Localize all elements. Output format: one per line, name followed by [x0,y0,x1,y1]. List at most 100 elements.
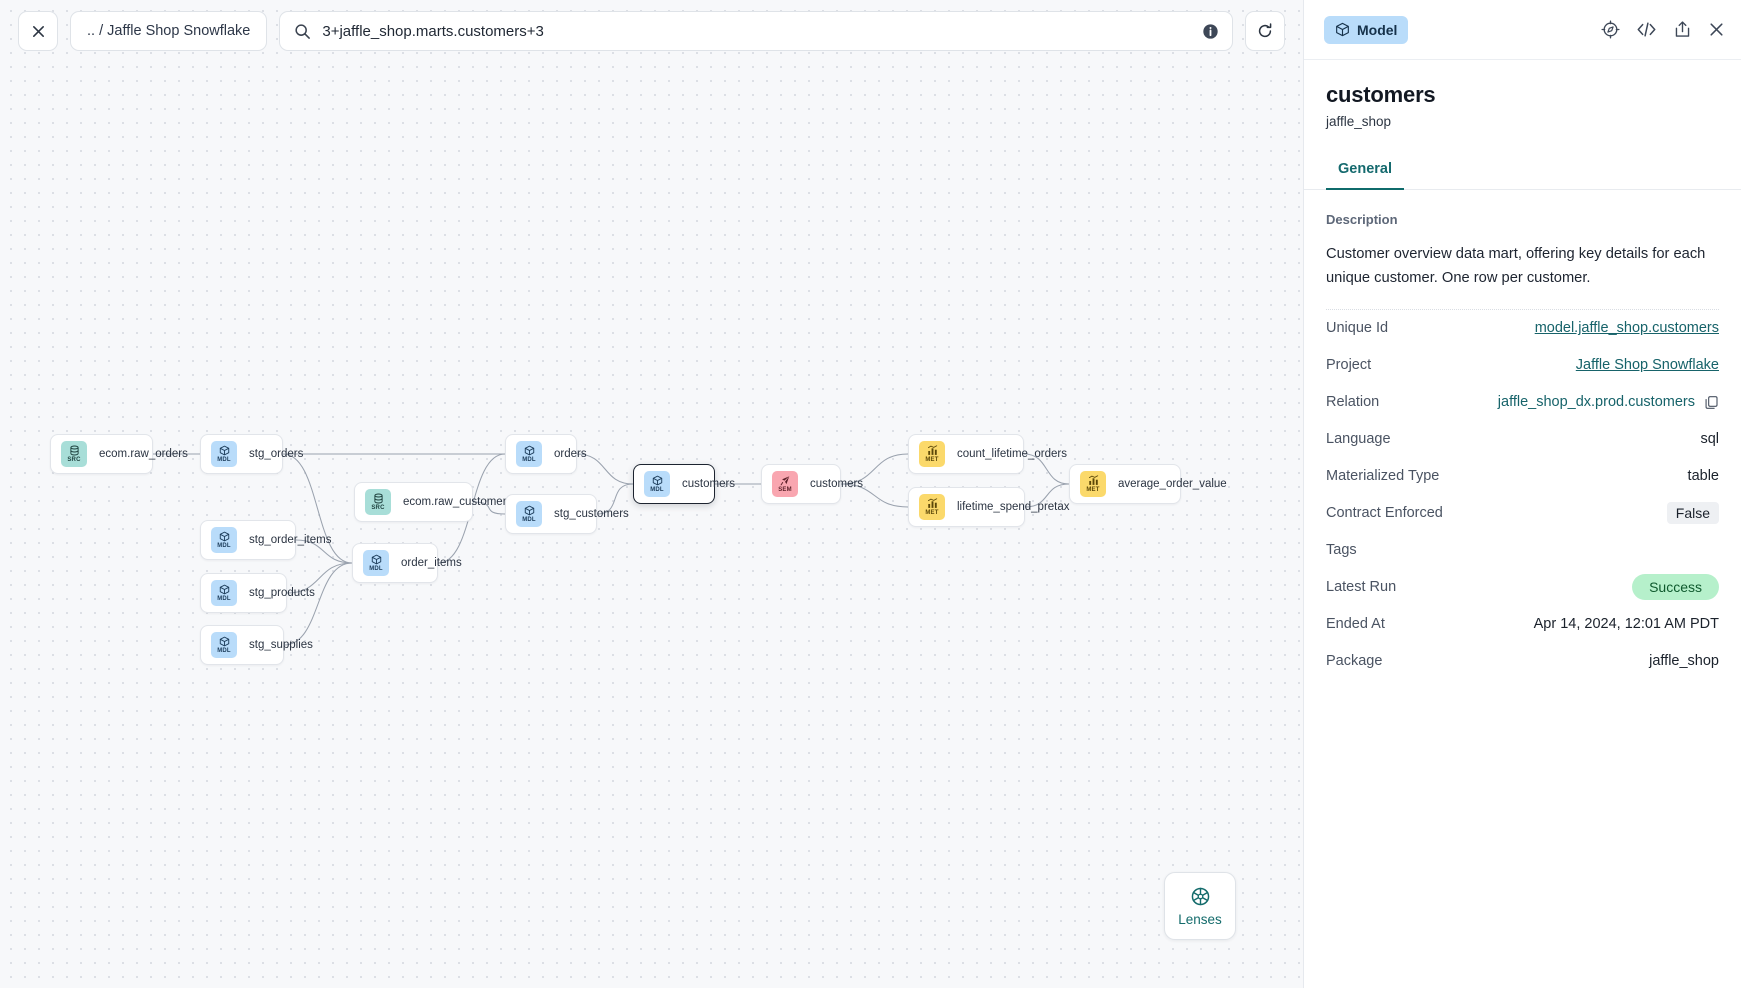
aperture-icon [1191,887,1209,905]
node-kind-badge-src-icon: SRC [365,489,391,515]
metadata-link[interactable]: model.jaffle_shop.customers [1534,320,1719,337]
info-icon [1203,23,1218,39]
metadata-row: Materialized Type table [1326,458,1719,495]
copy-icon[interactable] [1704,395,1719,410]
lenses-button[interactable]: Lenses [1164,872,1236,940]
metadata-row: Ended At Apr 14, 2024, 12:01 AM PDT [1326,606,1719,643]
metadata-value-wrap: Apr 14, 2024, 12:01 AM PDT [1534,616,1719,632]
lineage-edge [840,483,909,508]
details-panel: Model [1303,0,1741,988]
metadata-value: jaffle_shop [1649,653,1719,670]
graph-node-customers_model[interactable]: MDL customers [633,464,735,504]
breadcrumb-label: .. / Jaffle Shop Snowflake [87,23,251,39]
search-icon [295,23,311,39]
graph-node-average_order_value[interactable]: MET average_order_value [1069,464,1227,504]
node-label: average_order_value [1118,478,1227,490]
canvas-toolbar: .. / Jaffle Shop Snowflake [0,0,1303,62]
explore-icon[interactable] [1601,20,1620,39]
lineage-edge [576,453,634,485]
node-kind-badge-sem-icon: SEM [772,471,798,497]
lineage-edge [282,453,353,564]
search-bar[interactable] [279,11,1233,51]
metadata-row: Project Jaffle Shop Snowflake [1326,347,1719,384]
node-kind-badge-met-icon: MET [919,441,945,467]
refresh-icon [1258,23,1272,38]
description-text: Customer overview data mart, offering ke… [1326,246,1706,286]
page-subtitle: jaffle_shop [1326,114,1392,129]
node-label: lifetime_spend_pretax [957,501,1070,513]
status-badge-success[interactable]: Success [1632,574,1719,601]
node-kind-badge-met-icon: MET [1080,471,1106,497]
metadata-key: Project [1326,357,1372,374]
search-input[interactable] [322,22,1191,40]
metadata-value-wrap: sql [1700,431,1719,447]
cube-icon [1336,22,1349,37]
panel-body: Description Customer overview data mart,… [1304,190,1741,988]
panel-tabs: General [1304,151,1741,190]
close-panel-icon[interactable] [1708,21,1725,38]
search-info-button[interactable] [1202,23,1219,40]
node-kind-badge-mdl-icon: MDL [516,501,542,527]
lineage-edge [840,453,909,485]
node-label: stg_order_items [249,534,332,546]
lineage-edges [152,453,1070,646]
graph-node-lifetime_spend_pretax[interactable]: MET lifetime_spend_pretax [908,487,1070,527]
node-kind-badge-met-icon: MET [919,494,945,520]
close-icon [1710,23,1723,36]
lineage-edge [1023,453,1070,485]
metadata-key: Language [1326,431,1391,448]
node-kind-badge-mdl-icon: MDL [644,471,670,497]
node-kind-badge-mdl-icon: MDL [516,441,542,467]
node-kind-badge-mdl-icon: MDL [211,632,237,658]
lineage-edge [286,562,353,594]
metadata-value-wrap: jaffle_shop_dx.prod.customers [1498,394,1719,410]
compass-icon [1601,20,1620,39]
metadata-row: Latest Run Success [1326,569,1719,606]
close-lineage-button[interactable] [18,11,58,51]
node-kind-badge-mdl-icon: MDL [211,441,237,467]
metadata-value-wrap: jaffle_shop [1649,653,1719,669]
share-icon[interactable] [1673,20,1692,39]
refresh-button[interactable] [1245,11,1285,51]
metadata-value: sql [1700,431,1719,448]
share-upload-icon [1675,21,1690,37]
node-kind-badge-mdl-icon: MDL [211,580,237,606]
metadata-key: Latest Run [1326,579,1397,596]
resource-type-badge[interactable]: Model [1324,15,1409,44]
breadcrumb[interactable]: .. / Jaffle Shop Snowflake [70,11,268,51]
lineage-edge [596,483,634,515]
metadata-key: Package [1326,653,1383,670]
metadata-relation[interactable]: jaffle_shop_dx.prod.customers [1497,394,1695,411]
node-label: customers [682,478,736,490]
metadata-key: Tags [1326,542,1357,559]
metadata-key: Materialized Type [1326,468,1440,485]
close-icon [32,25,44,37]
metadata-key: Ended At [1326,616,1385,633]
tab-general[interactable]: General [1326,151,1404,190]
metadata-row: Language sql [1326,421,1719,458]
metadata-value-wrap: False [1666,502,1719,525]
code-icon[interactable] [1636,20,1657,39]
code-brackets-icon [1637,22,1656,37]
metadata-value: table [1687,468,1719,485]
metadata-link[interactable]: Jaffle Shop Snowflake [1575,357,1719,374]
metadata-value-wrap: table [1688,468,1719,484]
description-label: Description [1326,212,1398,227]
metadata-value: Apr 14, 2024, 12:01 AM PDT [1533,616,1719,633]
